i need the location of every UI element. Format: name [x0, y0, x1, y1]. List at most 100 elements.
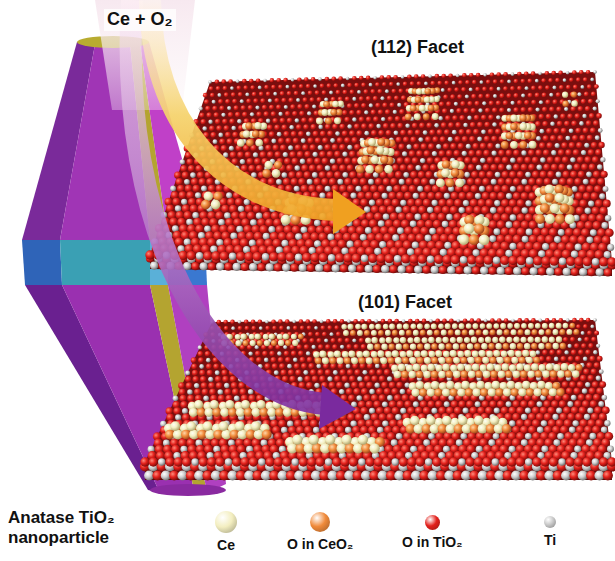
- atom: [349, 151, 356, 158]
- atom: [550, 256, 559, 265]
- atom: [347, 83, 352, 88]
- atom: [224, 125, 230, 131]
- atom: [234, 105, 239, 110]
- atom: [227, 106, 231, 110]
- atom: [229, 146, 234, 151]
- atom: [525, 86, 529, 90]
- atom: [562, 92, 568, 98]
- atom: [365, 227, 372, 234]
- atom: [570, 157, 575, 162]
- atom: [603, 200, 611, 208]
- atom: [589, 164, 596, 171]
- atom: [450, 206, 458, 214]
- atom: [482, 101, 486, 105]
- atom: [221, 205, 229, 213]
- atom: [596, 268, 604, 276]
- atom: [486, 185, 494, 193]
- atom: [401, 254, 410, 263]
- atom: [190, 172, 196, 178]
- atom: [598, 142, 604, 148]
- atom: [533, 256, 542, 265]
- atom: [589, 113, 595, 119]
- atom: [192, 212, 198, 218]
- atom: [186, 191, 194, 199]
- atom: [583, 179, 589, 185]
- atom: [236, 86, 241, 91]
- atom: [486, 171, 493, 178]
- atom: [339, 164, 346, 171]
- atom: [145, 250, 154, 259]
- atom: [436, 144, 441, 149]
- atom: [547, 171, 554, 178]
- atom: [500, 256, 509, 265]
- atom: [472, 157, 479, 164]
- atom: [265, 145, 271, 151]
- atom: [175, 237, 184, 246]
- atom: [306, 84, 311, 89]
- atom: [531, 100, 536, 105]
- atom: [288, 171, 295, 178]
- atom: [574, 113, 580, 119]
- atom: [577, 92, 581, 96]
- atom: [216, 185, 224, 193]
- atom: [493, 94, 497, 98]
- atom: [378, 185, 386, 193]
- atom: [586, 185, 594, 193]
- atom: [376, 254, 385, 263]
- atom: [179, 191, 187, 199]
- atom: [455, 266, 463, 274]
- atom: [444, 193, 450, 199]
- atom: [260, 151, 267, 158]
- atom: [251, 319, 256, 324]
- atom: [415, 165, 420, 170]
- atom: [540, 157, 545, 162]
- atom: [513, 93, 518, 98]
- atom: [276, 179, 282, 185]
- atom: [580, 85, 584, 89]
- atom: [499, 93, 504, 98]
- atom: [574, 178, 581, 185]
- atom: [430, 81, 435, 86]
- atom: [365, 265, 373, 273]
- atom: [390, 123, 396, 129]
- atom: [519, 123, 527, 131]
- atom: [454, 199, 462, 207]
- atom: [236, 79, 240, 83]
- atom: [374, 319, 378, 323]
- atom: [236, 226, 243, 233]
- atom: [494, 185, 502, 193]
- atom: [535, 107, 539, 111]
- atom: [339, 124, 345, 130]
- atom: [561, 128, 567, 134]
- atom: [571, 121, 577, 127]
- atom: [476, 73, 481, 78]
- atom: [304, 104, 309, 109]
- atom: [347, 319, 351, 323]
- atom: [409, 254, 418, 263]
- atom: [209, 86, 214, 91]
- atom: [524, 132, 532, 140]
- atom: [361, 123, 367, 129]
- atom: [302, 253, 311, 262]
- atom: [343, 253, 352, 262]
- atom: [319, 171, 326, 178]
- atom: [463, 318, 468, 323]
- atom: [345, 96, 350, 101]
- atom: [373, 265, 381, 273]
- atom: [360, 234, 367, 241]
- atom: [361, 103, 366, 108]
- atom: [484, 255, 493, 264]
- atom: [296, 171, 303, 178]
- atom: [421, 178, 428, 185]
- atom: [521, 107, 527, 113]
- atom: [407, 164, 414, 171]
- atom: [369, 83, 373, 87]
- atom: [470, 318, 475, 323]
- atom: [170, 186, 176, 192]
- atom: [472, 80, 477, 85]
- atom: [294, 91, 299, 96]
- atom: [556, 172, 562, 178]
- atom: [310, 97, 315, 102]
- atom: [506, 93, 511, 98]
- atom: [440, 249, 447, 256]
